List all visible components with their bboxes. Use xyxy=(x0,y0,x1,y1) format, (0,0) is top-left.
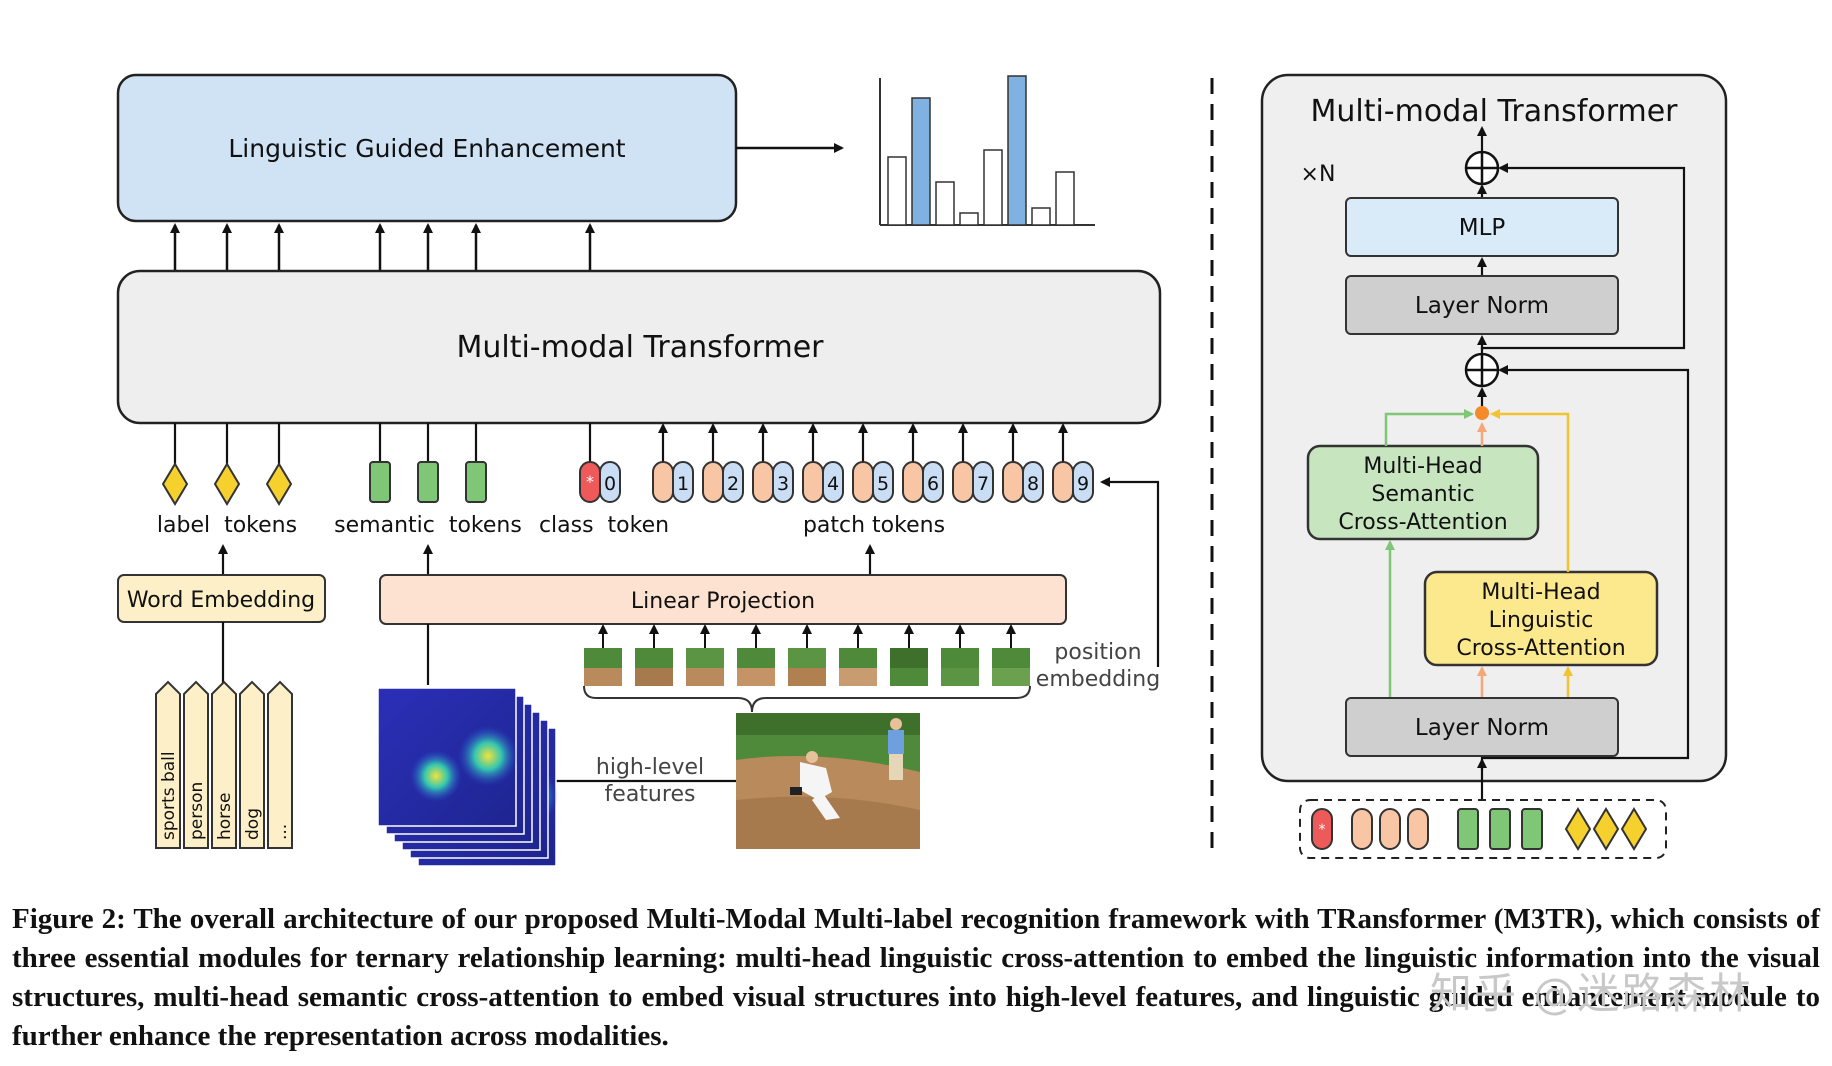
image-patch xyxy=(635,648,673,686)
label-tokens xyxy=(161,462,293,506)
patch-index: 8 xyxy=(1027,473,1039,495)
image-patch xyxy=(941,648,979,686)
semantic-attn-line3: Cross-Attention xyxy=(1338,510,1507,535)
semantic-attn-line1: Multi-Head xyxy=(1363,454,1482,479)
high-level-label-1: high-level xyxy=(596,755,704,780)
patch-index: 1 xyxy=(677,473,689,495)
image-patch xyxy=(686,648,724,686)
class-token-caption: class token xyxy=(539,513,669,538)
input-image-baseball xyxy=(736,713,920,849)
patch-index: 3 xyxy=(777,473,789,495)
block-title: Multi-modal Transformer xyxy=(1310,94,1678,129)
patch-token-1: 1 xyxy=(652,461,694,503)
patch-tokens-caption: patch tokens xyxy=(803,513,945,538)
label-word: dog xyxy=(243,808,263,840)
residual-add-middle xyxy=(1464,352,1500,388)
patch-token-3: 3 xyxy=(752,461,794,503)
lge-label: Linguistic Guided Enhancement xyxy=(228,134,625,163)
strip-tokens xyxy=(1311,807,1648,851)
class-token: * 0 xyxy=(579,461,621,503)
image-patch xyxy=(992,648,1030,686)
image-patch xyxy=(788,648,826,686)
residual-add-top xyxy=(1464,150,1500,186)
patch-token-6: 6 xyxy=(902,461,944,503)
label-word-tag: person xyxy=(183,680,209,849)
patch-index: 7 xyxy=(977,473,989,495)
mlp-box xyxy=(1345,197,1619,257)
word-embedding-label: Word Embedding xyxy=(127,588,315,613)
high-level-label-2: features xyxy=(605,782,696,807)
feature-heatmaps xyxy=(377,687,558,867)
label-tokens-caption: label tokens xyxy=(157,513,297,538)
semantic-attn-line2: Semantic xyxy=(1371,482,1474,507)
patch-index: 4 xyxy=(827,473,839,495)
patch-token-4: 4 xyxy=(802,461,844,503)
layer-norm-bottom-label: Layer Norm xyxy=(1415,715,1549,741)
linguistic-cross-attention-box xyxy=(1423,570,1659,667)
watermark: 知乎 @迷路森林 xyxy=(1430,969,1754,1018)
figure-caption: Figure 2: The overall architecture of ou… xyxy=(12,903,1820,1052)
semantic-tokens xyxy=(369,461,487,503)
mmt-label: Multi-modal Transformer xyxy=(456,330,824,365)
image-patch xyxy=(737,648,775,686)
label-word-tag: horse xyxy=(211,680,237,849)
image-patch xyxy=(890,648,928,686)
patch-token-9: 9 xyxy=(1052,461,1094,503)
class-token-index: 0 xyxy=(604,473,616,495)
layer-norm-bottom-box xyxy=(1345,697,1619,757)
output-score-bars xyxy=(879,75,1095,226)
repeat-n-label: ×N xyxy=(1301,162,1336,187)
label-word: person xyxy=(187,782,207,840)
multimodal-transformer-box xyxy=(116,269,1162,425)
label-word: ... xyxy=(271,824,291,840)
linguistic-attn-line2: Linguistic xyxy=(1489,608,1594,633)
position-embedding-label-1: position xyxy=(1054,640,1141,665)
image-patches xyxy=(584,624,1030,686)
patch-index: 2 xyxy=(727,473,739,495)
label-word: horse xyxy=(215,793,235,840)
semantic-cross-attention-box xyxy=(1306,444,1540,541)
patch-token-7: 7 xyxy=(952,461,994,503)
fusion-node xyxy=(1475,406,1489,420)
label-word-tag: dog xyxy=(239,680,265,849)
patch-index: 9 xyxy=(1077,473,1089,495)
label-word-tags: sports ball person horse dog... xyxy=(155,680,293,849)
image-patch xyxy=(584,648,622,686)
label-word-tag: ... xyxy=(267,680,293,849)
heatmap-layer xyxy=(377,687,518,827)
patch-token-5: 5 xyxy=(852,461,894,503)
architecture-diagram: Linguistic Guided Enhancement Multi-moda… xyxy=(116,73,1728,867)
label-word-tag: sports ball xyxy=(155,680,181,849)
patch-token-2: 2 xyxy=(702,461,744,503)
position-embedding-label-2: embedding xyxy=(1036,667,1160,692)
svg-text:*: * xyxy=(586,472,594,491)
svg-text:*: * xyxy=(1319,822,1326,838)
layer-norm-top-label: Layer Norm xyxy=(1415,293,1549,319)
label-word: sports ball xyxy=(159,751,179,840)
linguistic-attn-line1: Multi-Head xyxy=(1481,580,1600,605)
patch-token-8: 8 xyxy=(1002,461,1044,503)
patch-index: 5 xyxy=(877,473,889,495)
patch-tokens: 1 2 3 4 5 6 7 8 9 xyxy=(652,461,1094,503)
image-patch xyxy=(839,648,877,686)
mlp-label: MLP xyxy=(1459,215,1506,241)
semantic-tokens-caption: semantic tokens xyxy=(334,513,522,538)
layer-norm-top-box xyxy=(1345,275,1619,335)
linear-projection-label: Linear Projection xyxy=(631,589,815,614)
word-embedding-box xyxy=(117,574,326,623)
linear-projection-box xyxy=(379,574,1067,625)
patch-index: 6 xyxy=(927,473,939,495)
linguistic-attn-line3: Cross-Attention xyxy=(1456,636,1625,661)
